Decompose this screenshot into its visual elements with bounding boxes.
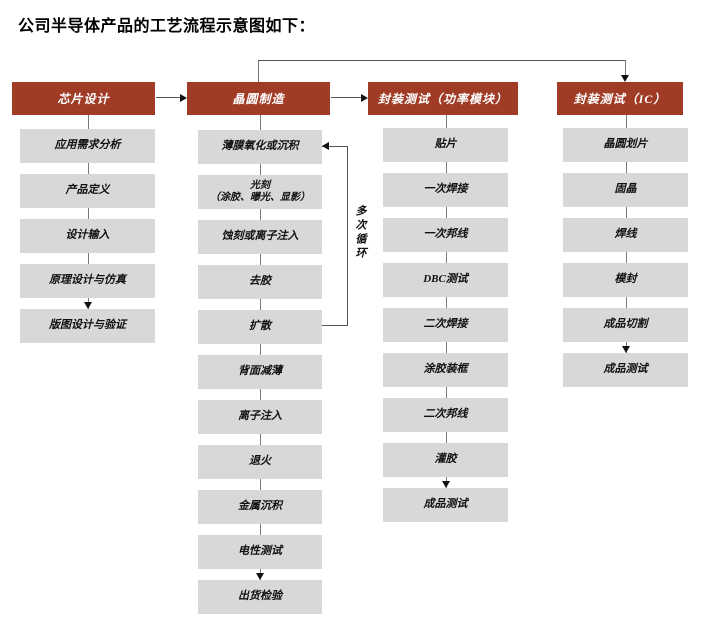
- process-step-box: DBC测试: [383, 263, 508, 297]
- connector-line: [626, 162, 627, 173]
- connector-line: [446, 297, 447, 308]
- connector-line: [260, 254, 261, 265]
- connector-line: [446, 162, 447, 173]
- connector-line: [446, 207, 447, 218]
- process-step-box: 离子注入: [198, 400, 322, 434]
- process-step-box: 成品切割: [563, 308, 688, 342]
- header-wafer-fabrication: 晶圆制造: [187, 82, 330, 115]
- process-step-box: 晶圆划片: [563, 128, 688, 162]
- process-step-box: 成品测试: [563, 353, 688, 387]
- process-step-box: 产品定义: [20, 174, 155, 208]
- connector-line: [626, 207, 627, 218]
- connector-line: [446, 387, 447, 398]
- process-step-box: 退火: [198, 445, 322, 479]
- connector-line: [260, 115, 261, 130]
- top-route-line: [625, 60, 626, 76]
- process-step-box: 去胶: [198, 265, 322, 299]
- loop-connector: [322, 146, 348, 326]
- process-step-box: 版图设计与验证: [20, 309, 155, 343]
- connector-line: [446, 252, 447, 263]
- connector-line: [446, 432, 447, 443]
- process-step-box: 薄膜氧化或沉积: [198, 130, 322, 164]
- flow-arrowhead-right: [180, 94, 187, 102]
- loop-label: 多次循环: [354, 205, 366, 261]
- connector-line: [626, 115, 627, 128]
- process-step-box: 模封: [563, 263, 688, 297]
- connector-line: [260, 434, 261, 445]
- flow-arrow-line: [156, 97, 181, 98]
- connector-line: [260, 389, 261, 400]
- connector-line: [260, 299, 261, 310]
- connector-line: [88, 253, 89, 264]
- connector-line: [626, 297, 627, 308]
- connector-line: [88, 208, 89, 219]
- process-step-box: 原理设计与仿真: [20, 264, 155, 298]
- process-step-box: 灌胶: [383, 443, 508, 477]
- top-route-line: [258, 60, 626, 61]
- process-step-box: 应用需求分析: [20, 129, 155, 163]
- top-route-line: [258, 60, 259, 82]
- process-step-box: 设计输入: [20, 219, 155, 253]
- header-chip-design: 芯片设计: [12, 82, 155, 115]
- process-step-box: 一次焊接: [383, 173, 508, 207]
- flow-arrowhead-left: [322, 142, 329, 150]
- connector-line: [446, 115, 447, 128]
- flow-arrowhead-down: [442, 481, 450, 488]
- connector-line: [626, 252, 627, 263]
- process-step-box: 成品测试: [383, 488, 508, 522]
- page-title: 公司半导体产品的工艺流程示意图如下：: [18, 18, 316, 35]
- flow-arrowhead-down: [622, 346, 630, 353]
- process-step-box: 焊线: [563, 218, 688, 252]
- header-package-test-ic: 封装测试（IC）: [557, 82, 683, 115]
- process-step-box: 电性测试: [198, 535, 322, 569]
- process-step-box: 一次邦线: [383, 218, 508, 252]
- process-step-box: 金属沉积: [198, 490, 322, 524]
- connector-line: [260, 344, 261, 355]
- connector-line: [446, 342, 447, 353]
- process-step-box: 扩散: [198, 310, 322, 344]
- flow-arrowhead-down: [256, 573, 264, 580]
- connector-line: [260, 479, 261, 490]
- process-step-box: 涂胶装框: [383, 353, 508, 387]
- process-step-box: 蚀刻或离子注入: [198, 220, 322, 254]
- connector-line: [260, 209, 261, 220]
- connector-line: [88, 115, 89, 129]
- process-step-box: 背面减薄: [198, 355, 322, 389]
- process-step-box: 二次焊接: [383, 308, 508, 342]
- process-step-box: 光刻 （涂胶、曝光、显影）: [198, 175, 322, 209]
- flow-arrow-line: [331, 97, 361, 98]
- process-step-box: 贴片: [383, 128, 508, 162]
- connector-line: [260, 524, 261, 535]
- flow-arrowhead-right: [361, 94, 368, 102]
- process-step-box: 二次邦线: [383, 398, 508, 432]
- process-step-box: 固晶: [563, 173, 688, 207]
- flow-arrowhead-down: [621, 75, 629, 82]
- connector-line: [260, 164, 261, 175]
- header-package-test-power-module: 封装测试（功率模块）: [368, 82, 518, 115]
- connector-line: [88, 163, 89, 174]
- flow-arrowhead-down: [84, 302, 92, 309]
- process-step-box: 出货检验: [198, 580, 322, 614]
